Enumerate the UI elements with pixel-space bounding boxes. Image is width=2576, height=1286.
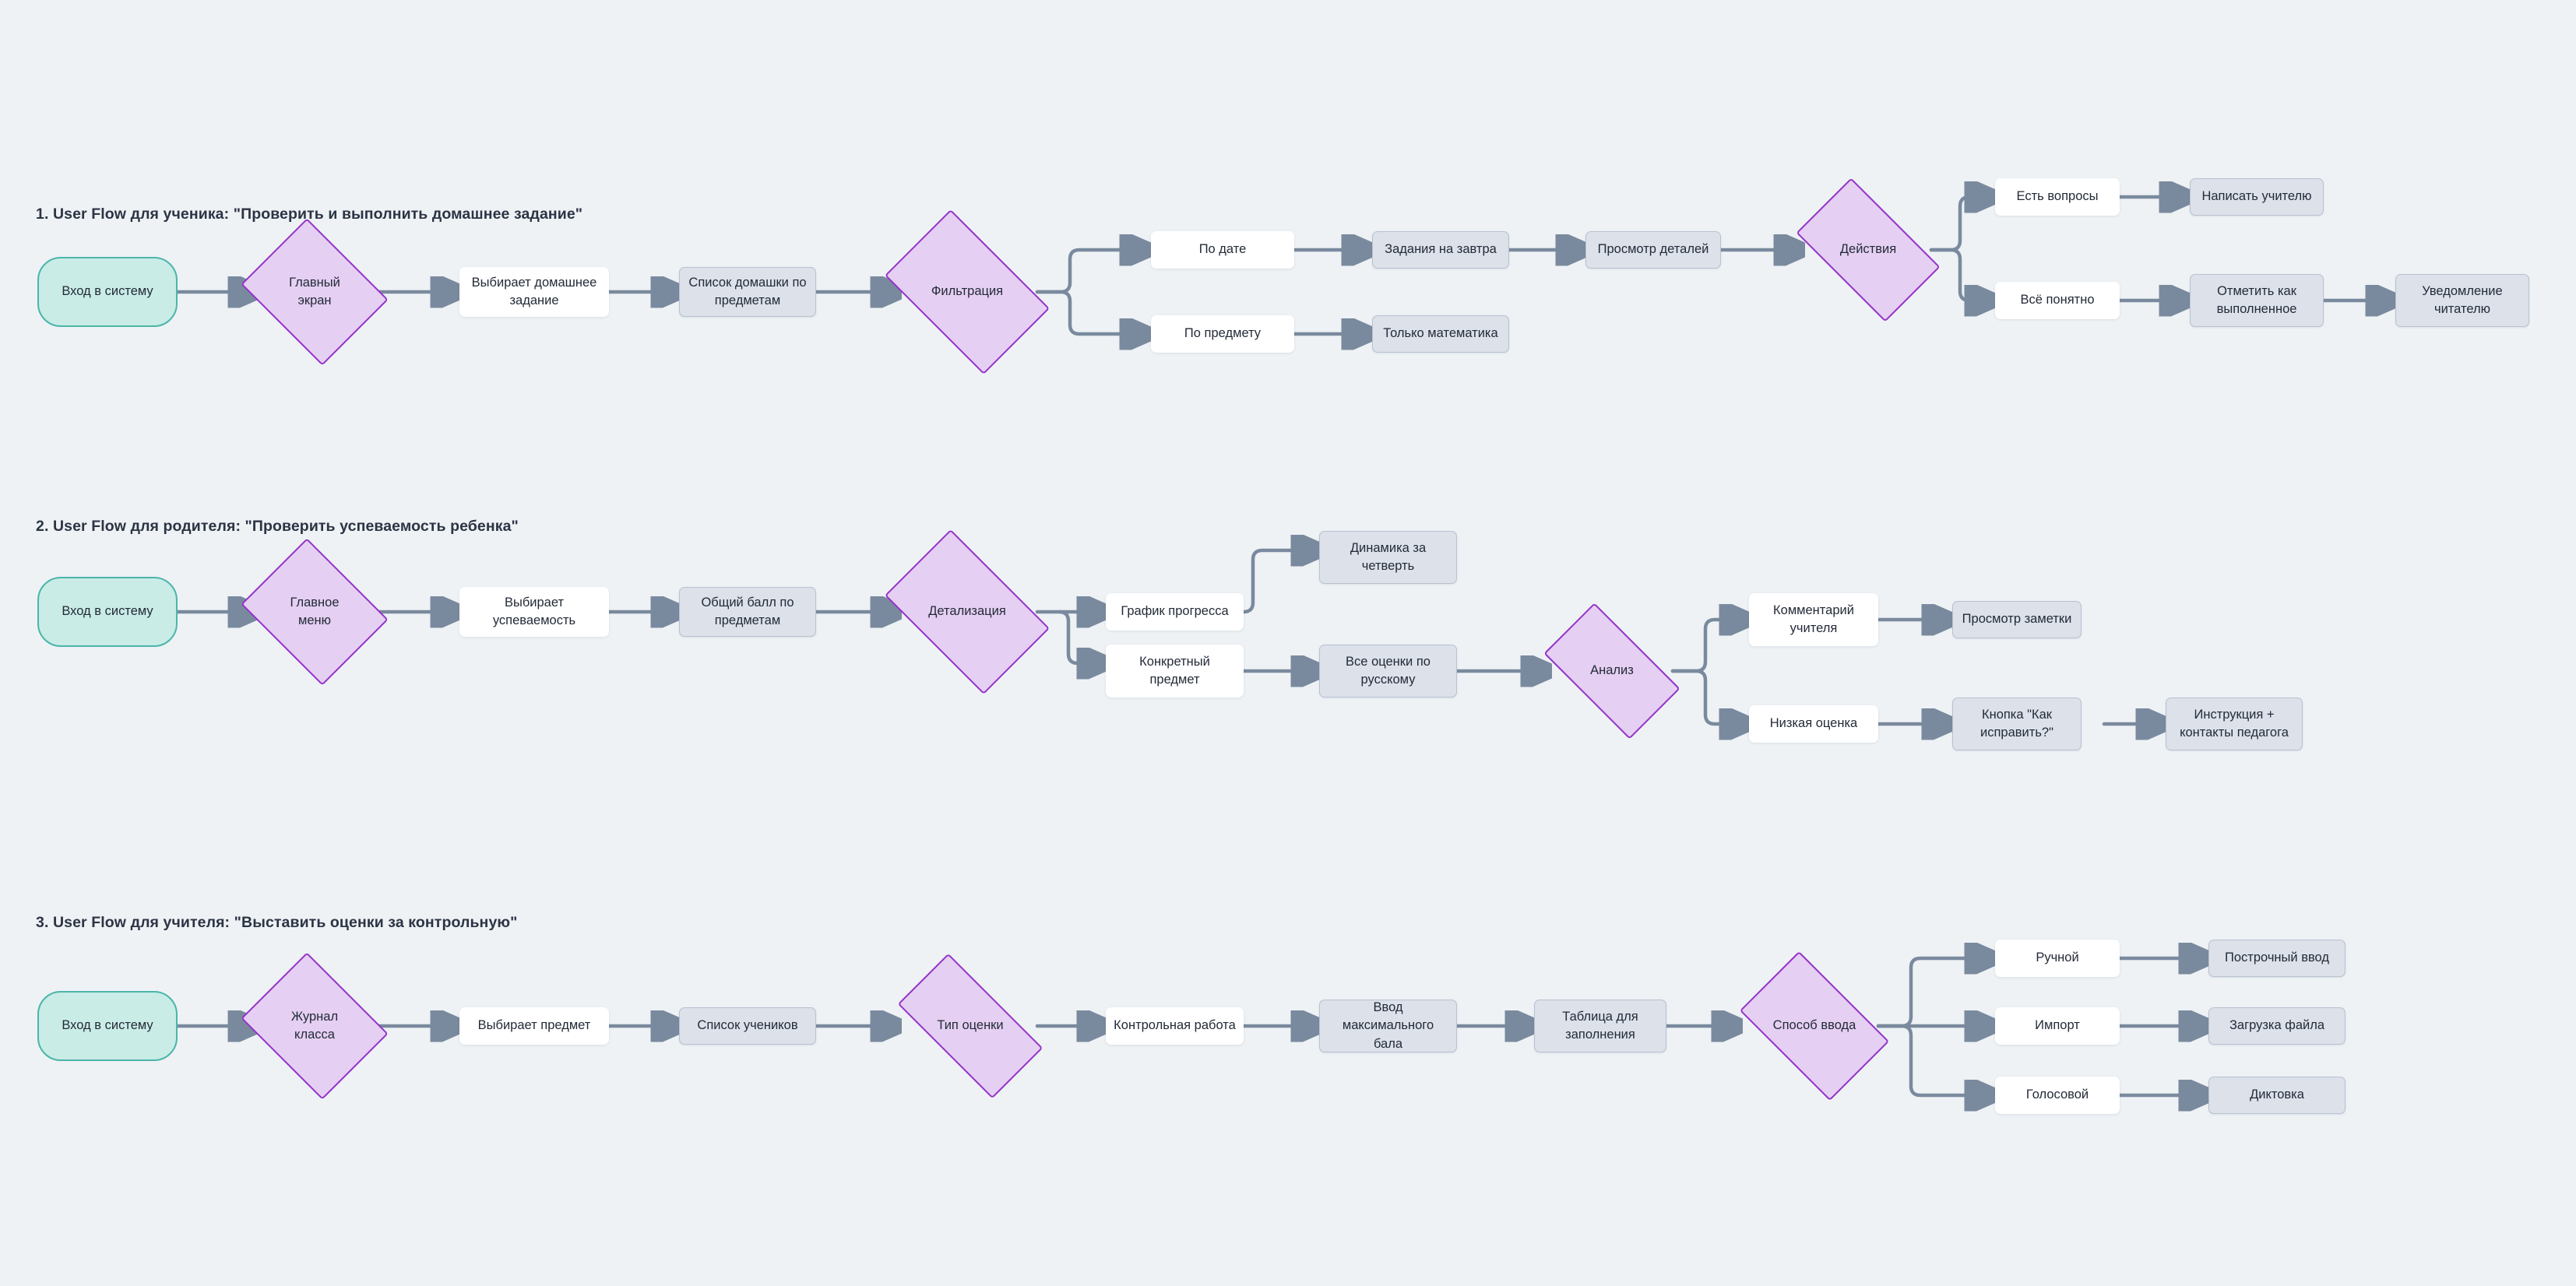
node-teacher-voice[interactable]: Голосовой xyxy=(1995,1077,2120,1114)
node-label: По дате xyxy=(1198,242,1247,257)
node-parent-russian-grades[interactable]: Все оценки по русскому xyxy=(1319,645,1457,697)
node-teacher-manual[interactable]: Ручной xyxy=(1995,940,2120,977)
node-label: Выбирает успеваемость xyxy=(492,595,576,627)
node-label: Ввод максимального бала xyxy=(1342,1000,1434,1051)
node-teacher-line-by-line[interactable]: Построчный ввод xyxy=(2208,940,2345,977)
node-teacher-pick-subject[interactable]: Выбирает предмет xyxy=(459,1007,609,1045)
node-label: Общий балл по предметам xyxy=(701,595,794,627)
node-label: Конкретный предмет xyxy=(1139,654,1210,687)
node-student-actions[interactable]: Действия xyxy=(1796,177,1941,322)
node-student-login[interactable]: Вход в систему xyxy=(37,257,178,327)
node-student-filter[interactable]: Фильтрация xyxy=(884,209,1050,375)
node-teacher-student-list[interactable]: Список учеников xyxy=(679,1007,816,1045)
node-label: Просмотр деталей xyxy=(1597,242,1709,257)
node-label: График прогресса xyxy=(1121,604,1229,619)
node-label: Выбирает домашнее задание xyxy=(471,275,597,307)
node-label: Есть вопросы xyxy=(2016,189,2099,204)
node-student-notify-reader[interactable]: Уведомление читателю xyxy=(2395,274,2529,327)
node-parent-how-to-fix-button[interactable]: Кнопка "Как исправить?" xyxy=(1952,697,2082,750)
node-label: Инструкция + контакты педагога xyxy=(2180,707,2289,740)
node-label: Только математика xyxy=(1383,326,1498,341)
node-label: Импорт xyxy=(2035,1018,2080,1033)
node-student-tasks-tomorrow[interactable]: Задания на завтра xyxy=(1372,231,1509,269)
node-teacher-import[interactable]: Импорт xyxy=(1995,1007,2120,1045)
node-student-message-teacher[interactable]: Написать учителю xyxy=(2190,178,2324,216)
node-parent-low-grade[interactable]: Низкая оценка xyxy=(1749,705,1878,743)
node-label: Действия xyxy=(1839,242,1897,257)
node-student-filter-by-subject[interactable]: По предмету xyxy=(1151,315,1294,353)
node-teacher-max-score-input[interactable]: Ввод максимального бала xyxy=(1319,1000,1457,1052)
node-label: Отметить как выполненное xyxy=(2216,283,2297,316)
flow-title-student: 1. User Flow для ученика: "Проверить и в… xyxy=(36,206,583,223)
node-label: Список домашки по предметам xyxy=(688,275,807,307)
node-label: Низкая оценка xyxy=(1769,716,1858,731)
node-student-math-only[interactable]: Только математика xyxy=(1372,315,1509,353)
node-teacher-file-upload[interactable]: Загрузка файла xyxy=(2208,1007,2345,1045)
node-label: Просмотр заметки xyxy=(1962,612,2072,627)
node-parent-overall-score[interactable]: Общий балл по предметам xyxy=(679,587,816,637)
node-student-pick-homework[interactable]: Выбирает домашнее задание xyxy=(459,267,609,317)
node-label: Кнопка "Как исправить?" xyxy=(1980,707,2053,740)
node-parent-progress-chart[interactable]: График прогресса xyxy=(1106,593,1244,631)
node-student-has-questions[interactable]: Есть вопросы xyxy=(1995,178,2120,216)
node-teacher-test-work[interactable]: Контрольная работа xyxy=(1106,1007,1244,1045)
node-label: Загрузка файла xyxy=(2229,1018,2325,1033)
node-label: Написать учителю xyxy=(2201,189,2312,204)
node-label: Список учеников xyxy=(697,1018,798,1033)
node-parent-login[interactable]: Вход в систему xyxy=(37,577,178,647)
node-student-view-details[interactable]: Просмотр деталей xyxy=(1585,231,1721,269)
node-parent-detail[interactable]: Детализация xyxy=(884,529,1050,695)
node-label: Способ ввода xyxy=(1772,1018,1856,1033)
node-parent-specific-subject[interactable]: Конкретный предмет xyxy=(1106,645,1244,697)
node-label: Задания на завтра xyxy=(1385,242,1497,257)
node-label: Всё понятно xyxy=(2020,293,2095,307)
node-label: Ручной xyxy=(2036,950,2079,965)
node-label: Журнал класса xyxy=(290,1009,339,1042)
node-parent-instruction-contacts[interactable]: Инструкция + контакты педагога xyxy=(2166,697,2303,750)
node-student-mark-done[interactable]: Отметить как выполненное xyxy=(2190,274,2324,327)
node-parent-view-note[interactable]: Просмотр заметки xyxy=(1952,601,2082,638)
node-label: Детализация xyxy=(928,604,1006,619)
node-label: Вход в систему xyxy=(62,604,153,619)
node-label: Вход в систему xyxy=(62,284,153,299)
node-label: Построчный ввод xyxy=(2225,950,2329,965)
node-student-all-clear[interactable]: Всё понятно xyxy=(1995,282,2120,319)
node-student-main-screen[interactable]: Главный экран xyxy=(241,218,389,366)
node-teacher-grade-type[interactable]: Тип оценки xyxy=(897,953,1043,1099)
node-teacher-class-journal[interactable]: Журнал класса xyxy=(241,952,389,1100)
node-label: Уведомление читателю xyxy=(2422,283,2503,316)
node-parent-teacher-comment[interactable]: Комментарий учителя xyxy=(1749,593,1878,646)
node-label: Выбирает предмет xyxy=(477,1018,591,1033)
node-label: Главное меню xyxy=(290,595,340,627)
node-student-filter-by-date[interactable]: По дате xyxy=(1151,231,1294,269)
node-label: Комментарий учителя xyxy=(1773,603,1854,635)
node-teacher-login[interactable]: Вход в систему xyxy=(37,991,178,1061)
node-label: По предмету xyxy=(1184,326,1262,341)
flow-title-parent: 2. User Flow для родителя: "Проверить ус… xyxy=(36,518,519,535)
node-student-homework-list[interactable]: Список домашки по предметам xyxy=(679,267,816,317)
node-label: Вход в систему xyxy=(62,1018,153,1033)
node-label: Диктовка xyxy=(2250,1087,2304,1102)
node-parent-pick-performance[interactable]: Выбирает успеваемость xyxy=(459,587,609,637)
node-label: Тип оценки xyxy=(937,1018,1004,1033)
node-label: Голосовой xyxy=(2025,1087,2089,1102)
node-label: Все оценки по русскому xyxy=(1346,654,1431,687)
node-teacher-dictation[interactable]: Диктовка xyxy=(2208,1077,2345,1114)
node-parent-quarter-dynamics[interactable]: Динамика за четверть xyxy=(1319,531,1457,584)
node-label: Динамика за четверть xyxy=(1350,540,1427,573)
node-label: Анализ xyxy=(1590,663,1634,678)
node-parent-analysis[interactable]: Анализ xyxy=(1543,603,1680,740)
node-parent-main-menu[interactable]: Главное меню xyxy=(241,538,389,686)
node-label: Таблица для заполнения xyxy=(1562,1009,1638,1042)
flow-title-teacher: 3. User Flow для учителя: "Выставить оце… xyxy=(36,914,518,931)
node-label: Контрольная работа xyxy=(1114,1018,1236,1033)
node-label: Главный экран xyxy=(289,275,340,307)
node-teacher-fill-table[interactable]: Таблица для заполнения xyxy=(1534,1000,1666,1052)
node-label: Фильтрация xyxy=(931,284,1004,299)
node-teacher-input-method[interactable]: Способ ввода xyxy=(1739,950,1890,1102)
